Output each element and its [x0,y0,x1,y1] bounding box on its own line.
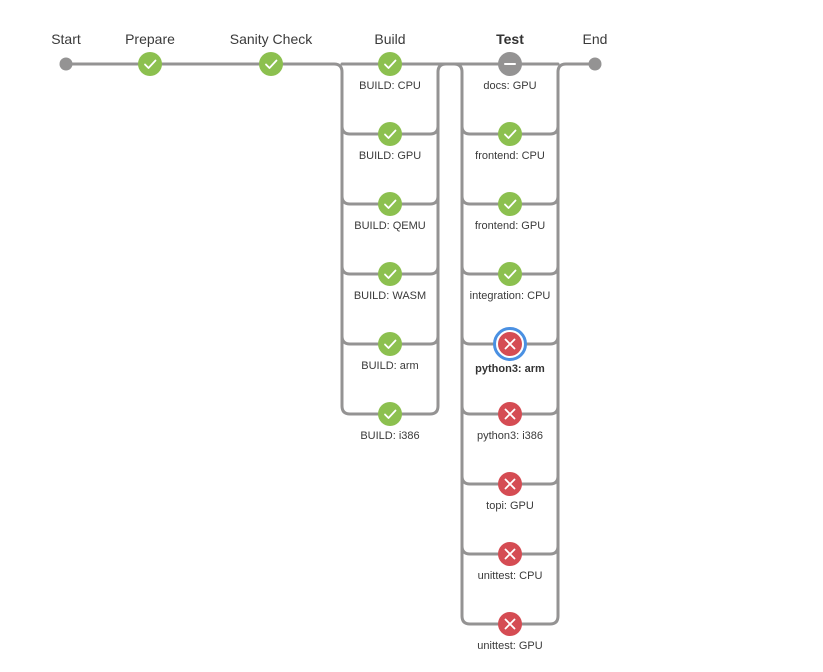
status-success [378,332,402,356]
branch-label-build-wasm: BUILD: WASM [354,290,426,302]
branch-label-unittest-cpu: unittest: CPU [478,570,543,582]
branch-node-build-wasm[interactable] [378,262,402,286]
status-success [498,192,522,216]
branch-node-python3-i386[interactable] [498,402,522,426]
test-connector-out [508,62,597,626]
stage-label-start: Start [51,31,81,47]
build-connector-in [269,62,392,416]
branch-node-build-qemu[interactable] [378,192,402,216]
stage-label-end: End [583,31,608,47]
branch-node-unittest-gpu[interactable] [498,612,522,636]
branch-label-frontend-cpu: frontend: CPU [475,150,545,162]
cross-icon [504,478,516,490]
pipeline-nodes [59,52,602,636]
branch-node-python3-arm[interactable] [493,327,527,361]
branch-label-build-i386: BUILD: i386 [360,430,419,442]
status-success [378,122,402,146]
stage-label-sanity-check: Sanity Check [230,31,313,47]
status-success [259,52,283,76]
branch-node-build-cpu[interactable] [378,52,402,76]
check-icon [384,199,397,209]
check-icon [504,129,517,139]
branch-node-build-arm[interactable] [378,332,402,356]
check-icon [384,409,397,419]
branch-node-frontend-cpu[interactable] [498,122,522,146]
check-icon [265,59,278,69]
branch-node-unittest-cpu[interactable] [498,542,522,566]
cross-icon [504,408,516,420]
branch-label-topi-gpu: topi: GPU [486,500,534,512]
check-icon [504,199,517,209]
branch-label-frontend-gpu: frontend: GPU [475,220,545,232]
branch-label-python3-i386: python3: i386 [477,430,543,442]
branch-label-build-arm: BUILD: arm [361,360,418,372]
cross-icon [504,338,516,350]
test-connector-in [452,62,512,626]
check-icon [384,269,397,279]
cross-icon [504,548,516,560]
status-success [138,52,162,76]
stage-label-build: Build [374,31,405,47]
branch-node-integration-cpu[interactable] [498,262,522,286]
branch-label-build-cpu: BUILD: CPU [359,80,421,92]
status-success [498,122,522,146]
branch-node-docs-gpu[interactable] [498,52,522,76]
branch-node-topi-gpu[interactable] [498,472,522,496]
status-success [378,262,402,286]
branch-node-build-i386[interactable] [378,402,402,426]
start-terminal-node [59,57,73,71]
branch-label-unittest-gpu: unittest: GPU [477,640,542,652]
end-terminal-node [588,57,602,71]
check-icon [384,59,397,69]
status-success [378,402,402,426]
branch-node-frontend-gpu[interactable] [498,192,522,216]
stage-node-prepare[interactable] [138,52,162,76]
branch-label-build-qemu: BUILD: QEMU [354,220,426,232]
branch-label-docs-gpu: docs: GPU [483,80,536,92]
status-success [378,52,402,76]
branch-node-build-gpu[interactable] [378,122,402,146]
stage-label-prepare: Prepare [125,31,175,47]
cross-icon [504,618,516,630]
check-icon [384,129,397,139]
branch-label-build-gpu: BUILD: GPU [359,150,421,162]
status-success [378,192,402,216]
check-icon [384,339,397,349]
check-icon [144,59,157,69]
branch-label-python3-arm: python3: arm [475,363,545,375]
status-success [498,262,522,286]
check-icon [504,269,517,279]
branch-label-integration-cpu: integration: CPU [470,290,551,302]
stage-node-sanity-check[interactable] [259,52,283,76]
stage-label-test: Test [496,31,524,47]
